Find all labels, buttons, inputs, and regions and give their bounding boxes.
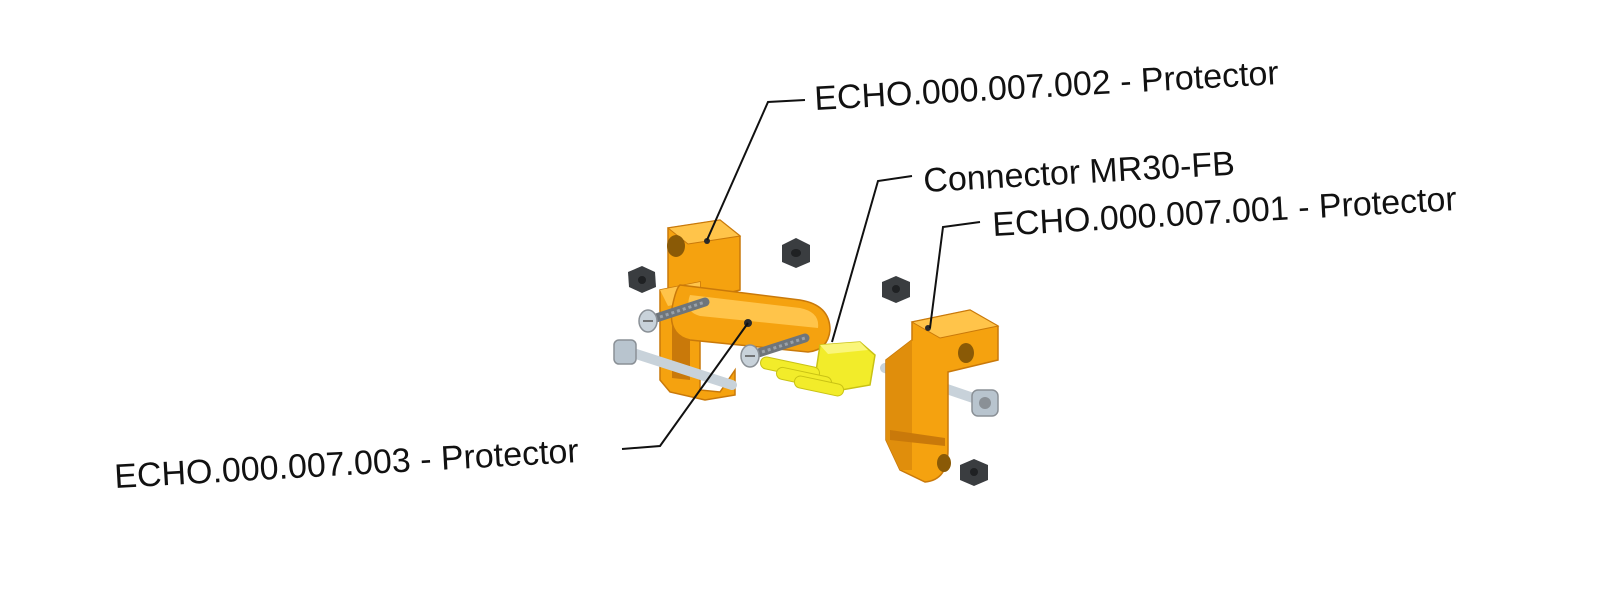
leader-line-protector-001 (929, 221, 981, 329)
hex-nut-right (882, 276, 910, 303)
screw-upper-left (638, 297, 710, 333)
protector-bar-part (670, 284, 831, 353)
callout-protector-003: ECHO.000.007.003 - Protector (113, 432, 579, 496)
connector-mr30-part (760, 341, 876, 397)
leader-line-protector-003 (621, 322, 749, 450)
callout-protector-002: ECHO.000.007.002 - Protector (813, 54, 1279, 118)
hex-nut-top (782, 238, 810, 268)
hex-nut-left (628, 266, 656, 293)
bolt-lower-left (613, 339, 737, 390)
leader-line-protector-002 (706, 99, 806, 241)
hex-nut-bottom (960, 459, 988, 486)
callout-connector-mr30: Connector MR30-FB (922, 145, 1235, 200)
screw-middle (740, 333, 810, 368)
protector-002-part (666, 219, 742, 301)
protector-001-part (885, 309, 1000, 483)
leader-line-connector (831, 175, 913, 343)
